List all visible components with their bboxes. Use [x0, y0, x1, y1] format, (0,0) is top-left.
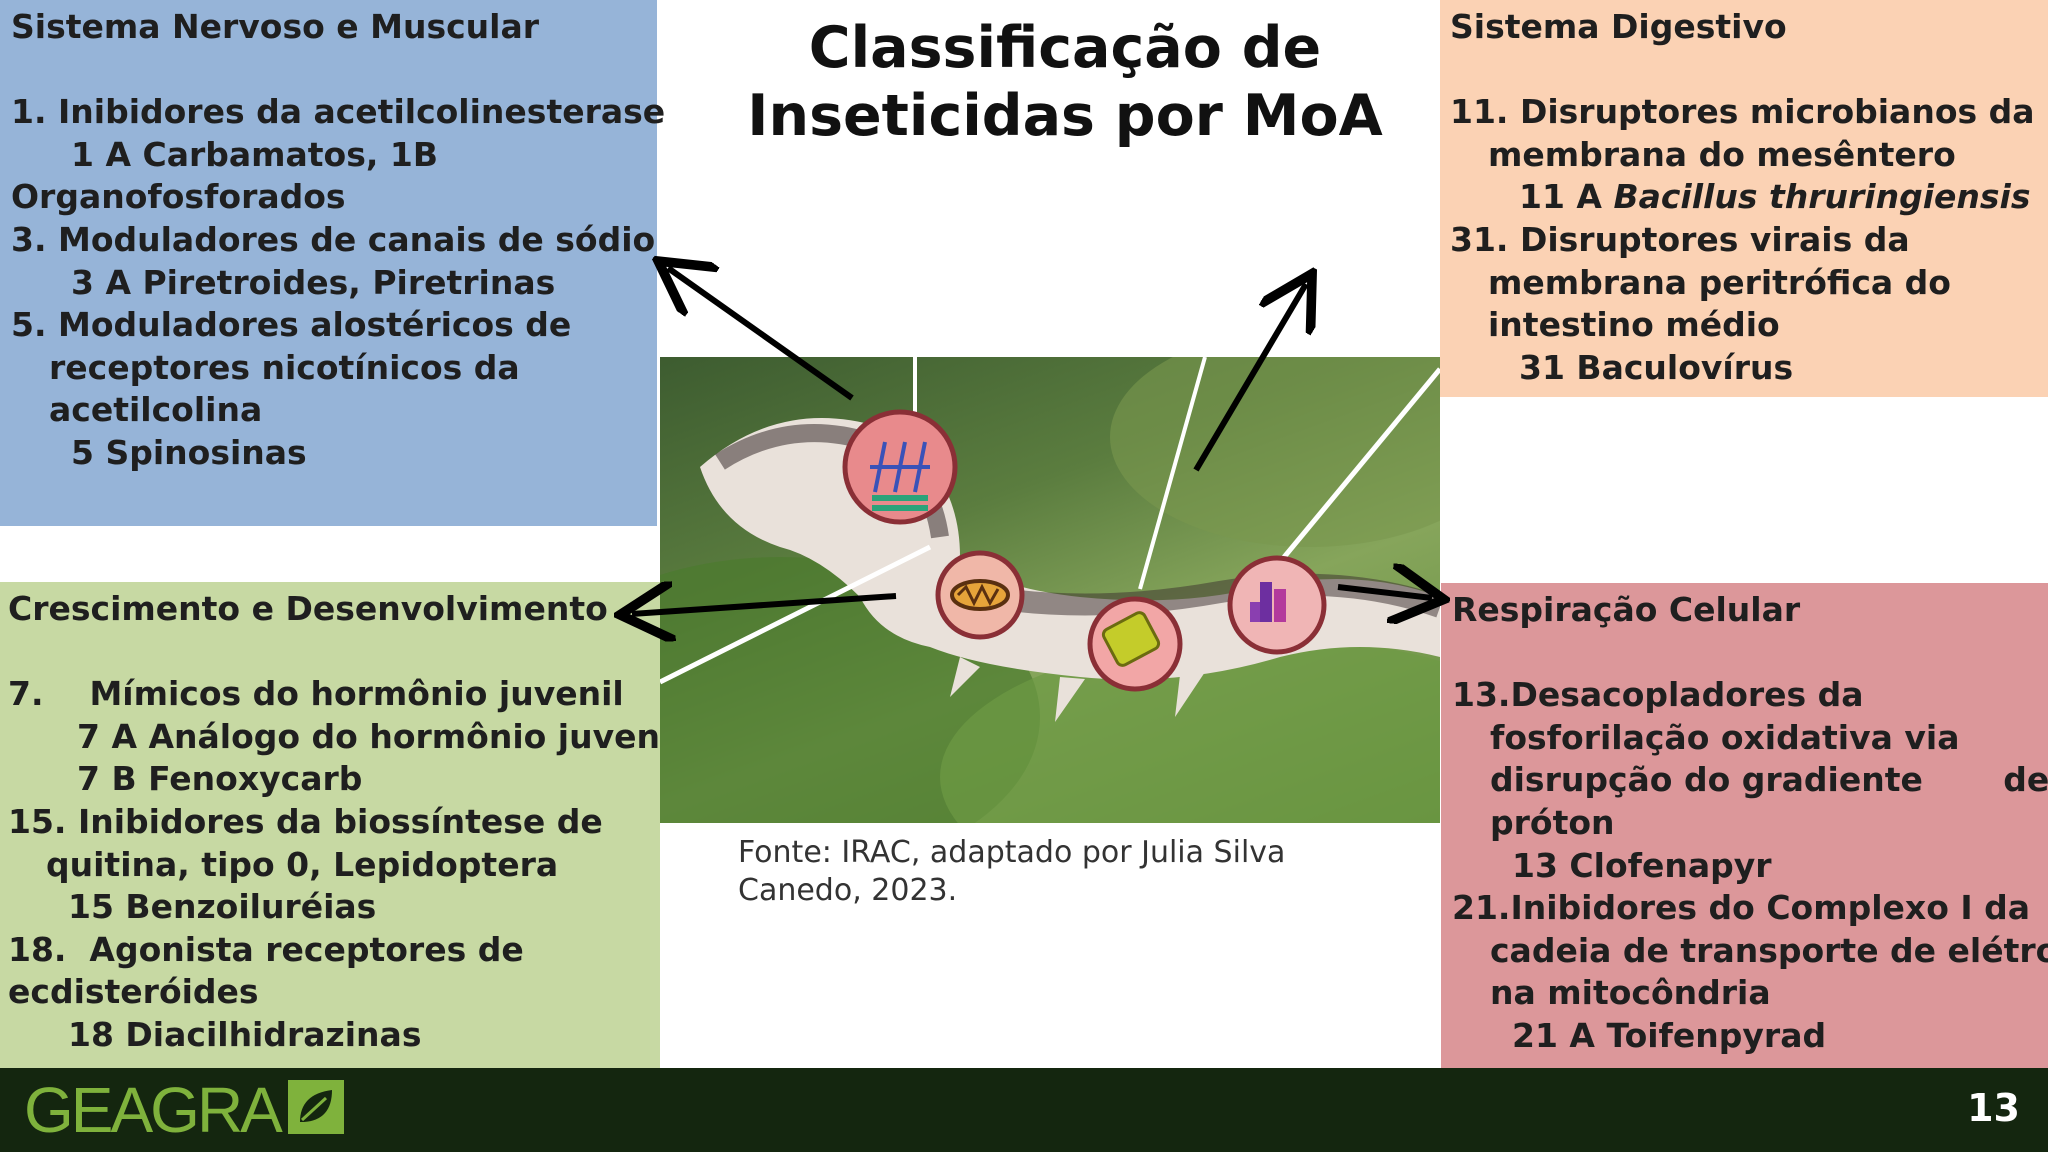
caterpillar-illustration: [660, 357, 1440, 823]
respiration-heading: Respiração Celular: [1452, 590, 1801, 629]
cellular-respiration-panel: Respiração Celular 13.Desacopladores da …: [1441, 583, 2048, 1068]
growth-line: 7. Mímicos do hormônio juvenil: [8, 674, 624, 714]
title-line-2: Inseticidas por MoA: [747, 83, 1383, 149]
nervous-line: 3 A Piretroides, Piretrinas: [71, 262, 556, 302]
nervous-line: 1. Inibidores da acetilcolinesterase: [11, 92, 666, 132]
growth-line: 7 B Fenoxycarb: [77, 759, 363, 799]
growth-line: ecdisteróides: [8, 972, 259, 1012]
nervous-line: receptores nicotínicos da: [49, 347, 520, 387]
mitochondria-icon: [1227, 555, 1327, 655]
respiration-line: 13 Clofenapyr: [1512, 845, 1772, 885]
growth-line: 15 Benzoiluréias: [68, 887, 377, 927]
leaf-icon: [288, 1080, 344, 1134]
nervous-system-panel: Sistema Nervoso e Muscular 1. Inibidores…: [0, 0, 666, 526]
digestive-line: membrana do mesêntero: [1488, 134, 1956, 174]
nervous-heading: Sistema Nervoso e Muscular: [11, 7, 540, 46]
caterpillar-photo: [660, 357, 1440, 823]
nervous-line: Organofosforados: [11, 177, 346, 217]
digestive-line: 31 Baculovírus: [1519, 347, 1794, 387]
page-number: 13: [1967, 1086, 2020, 1130]
growth-icon: [935, 550, 1025, 640]
digestive-line-prefix: 11 A: [1519, 177, 1614, 217]
respiration-line: disrupção do gradiente de: [1490, 760, 2048, 800]
growth-line: 18 Diacilhidrazinas: [68, 1014, 422, 1054]
nervous-line: 5. Moduladores alostéricos de: [11, 305, 572, 345]
digestive-line: 11. Disruptores microbianos da: [1450, 92, 2035, 132]
respiration-line: 21.Inibidores do Complexo I da: [1452, 888, 2031, 928]
growth-line: 15. Inibidores da biossíntese de: [8, 801, 603, 841]
gut-membrane-icon: [1087, 596, 1183, 692]
digestive-line-species: Bacillus thruringiensis: [1613, 177, 2031, 217]
neuro-receptor-icon: [842, 409, 958, 525]
respiration-line: 21 A Toifenpyrad: [1512, 1015, 1827, 1055]
source-caption: Fonte: IRAC, adaptado por Julia Silva Ca…: [738, 835, 1286, 908]
respiration-line: fosforilação oxidativa via: [1490, 717, 1960, 757]
nervous-line: acetilcolina: [49, 390, 263, 430]
growth-line: quitina, tipo 0, Lepidoptera: [46, 844, 559, 884]
digestive-system-panel: Sistema Digestivo 11. Disruptores microb…: [1440, 0, 2048, 397]
nervous-line: 5 Spinosinas: [71, 432, 307, 472]
growth-line: 7 A Análogo do hormônio juvenil: [77, 716, 683, 756]
geagra-logo: GEAGRA: [24, 1074, 283, 1146]
nervous-line: 1 A Carbamatos, 1B: [71, 134, 439, 174]
digestive-heading: Sistema Digestivo: [1450, 7, 1787, 46]
respiration-line: 13.Desacopladores da: [1452, 675, 1864, 715]
digestive-line: membrana peritrófica do: [1488, 262, 1951, 302]
respiration-line: próton: [1490, 802, 1615, 842]
digestive-line: 11 A Bacillus thruringiensis: [1450, 176, 2048, 219]
growth-line: 18. Agonista receptores de: [8, 929, 524, 969]
nervous-line: 3. Moduladores de canais de sódio: [11, 219, 656, 259]
growth-heading: Crescimento e Desenvolvimento: [8, 589, 608, 628]
digestive-line: 31. Disruptores virais da: [1450, 219, 1910, 259]
slide-title: Classificação de Inseticidas por MoA: [700, 14, 1430, 150]
respiration-line: cadeia de transporte de elétron: [1490, 930, 2048, 970]
respiration-line: na mitocôndria: [1490, 973, 1771, 1013]
title-line-1: Classificação de: [808, 15, 1322, 81]
growth-development-panel: Crescimento e Desenvolvimento 7. Mímicos…: [0, 582, 683, 1068]
digestive-line: intestino médio: [1488, 305, 1780, 345]
